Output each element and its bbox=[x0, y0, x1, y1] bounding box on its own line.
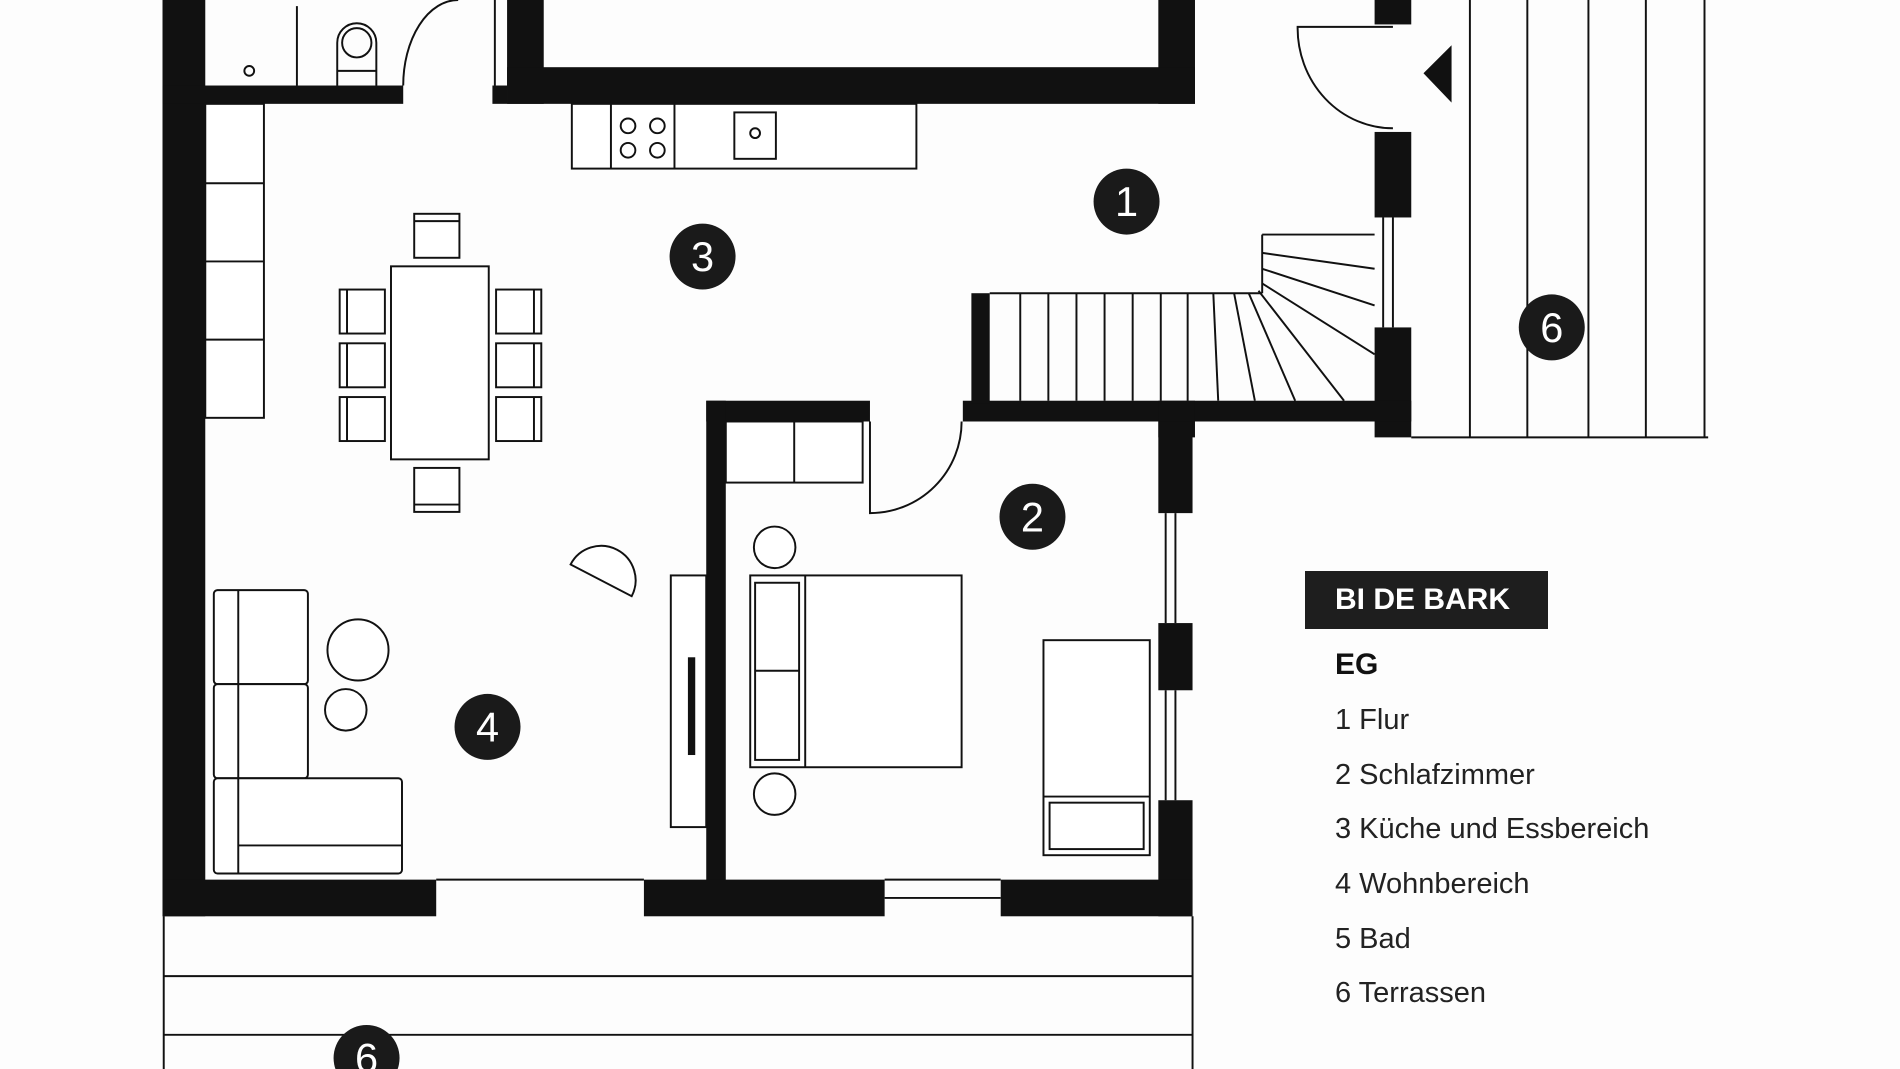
legend-item: 4 Wohnbereich bbox=[1335, 868, 1530, 901]
legend-item: 5 Bad bbox=[1335, 922, 1411, 955]
legend-title: BI DE BARK bbox=[1305, 571, 1548, 629]
legend-list: 1 Flur 2 Schlafzimmer 3 Küche und Essber… bbox=[1335, 700, 1649, 1028]
entrance-arrow-icon bbox=[1423, 45, 1452, 103]
room-marker-3: 3 bbox=[669, 223, 736, 290]
room-marker-2: 2 bbox=[999, 483, 1066, 550]
dining-table bbox=[338, 212, 543, 513]
svg-text:6: 6 bbox=[355, 1035, 378, 1069]
bedroom-furniture bbox=[724, 420, 1151, 857]
legend-item: 6 Terrassen bbox=[1335, 977, 1486, 1010]
room-marker-4: 4 bbox=[454, 693, 521, 760]
svg-text:3: 3 bbox=[691, 233, 714, 280]
legend-item: 3 Küche und Essbereich bbox=[1335, 813, 1650, 846]
legend-item: 2 Schlafzimmer bbox=[1335, 758, 1535, 791]
kitchen-counter bbox=[570, 102, 918, 170]
svg-text:6: 6 bbox=[1540, 304, 1563, 351]
svg-text:4: 4 bbox=[476, 703, 499, 750]
terrace-bottom bbox=[162, 916, 1194, 1069]
windows bbox=[436, 0, 1394, 899]
legend-floor: EG bbox=[1335, 648, 1379, 681]
svg-text:2: 2 bbox=[1021, 493, 1044, 540]
svg-text:1: 1 bbox=[1115, 178, 1138, 225]
bathroom-fixtures bbox=[243, 6, 378, 86]
staircase bbox=[989, 233, 1376, 402]
wall-cabinets bbox=[204, 102, 265, 419]
room-marker-6-bottom: 6 bbox=[333, 1025, 400, 1069]
living-furniture bbox=[212, 544, 708, 875]
legend-item: 1 Flur bbox=[1335, 704, 1410, 736]
terrace-right bbox=[1411, 0, 1709, 439]
walls bbox=[162, 0, 1412, 917]
room-marker-6-right: 6 bbox=[1518, 294, 1585, 361]
doors bbox=[402, 0, 1452, 515]
room-marker-1: 1 bbox=[1093, 168, 1160, 235]
